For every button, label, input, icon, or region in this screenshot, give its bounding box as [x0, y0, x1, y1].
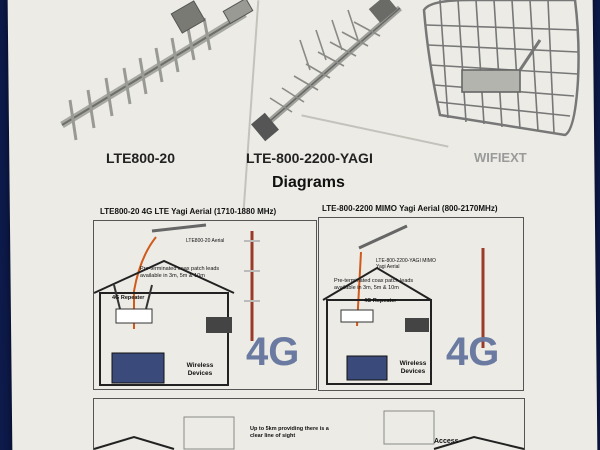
cable-note: Pre-terminated coax patch leads availabl…: [334, 278, 414, 291]
diagram-panel-1: [93, 220, 317, 390]
antenna-caption: WIFIEXT: [474, 150, 527, 165]
antenna-caption: LTE800-20: [106, 150, 175, 166]
devices-label: Wireless Devices: [399, 360, 427, 375]
antenna-caption: LTE-800-2200-YAGI: [246, 150, 373, 166]
diagram-illustration: [93, 223, 260, 386]
diagram-panel-2: [318, 217, 524, 391]
antenna-label: LTE-800-2200-YAGI MIMO Yagi Aerial: [376, 258, 436, 270]
access-label: Access: [434, 438, 459, 445]
diagram-title: LTE-800-2200 MIMO Yagi Aerial (800-2170M…: [322, 204, 498, 213]
range-note: Up to 5km providing there is a clear lin…: [250, 426, 329, 439]
repeater-label: 4G Repeater: [112, 295, 145, 301]
antenna-label: LTE800-20 Aerial: [186, 238, 225, 244]
diagram-illustration: [322, 224, 485, 385]
diagram-title: LTE800-20 4G LTE Yagi Aerial (1710-1880 …: [100, 207, 277, 216]
diagram-panel-3: [93, 398, 525, 450]
diagram-illustration: [93, 410, 525, 450]
repeater-label: 4G Repeater: [364, 298, 397, 304]
cable-note: Pre-terminated coax patch leads availabl…: [140, 266, 220, 279]
section-title: Diagrams: [272, 174, 345, 191]
devices-label: Wireless Devices: [186, 362, 214, 377]
4g-badge: 4G: [246, 330, 300, 374]
4g-badge: 4G: [446, 330, 500, 374]
